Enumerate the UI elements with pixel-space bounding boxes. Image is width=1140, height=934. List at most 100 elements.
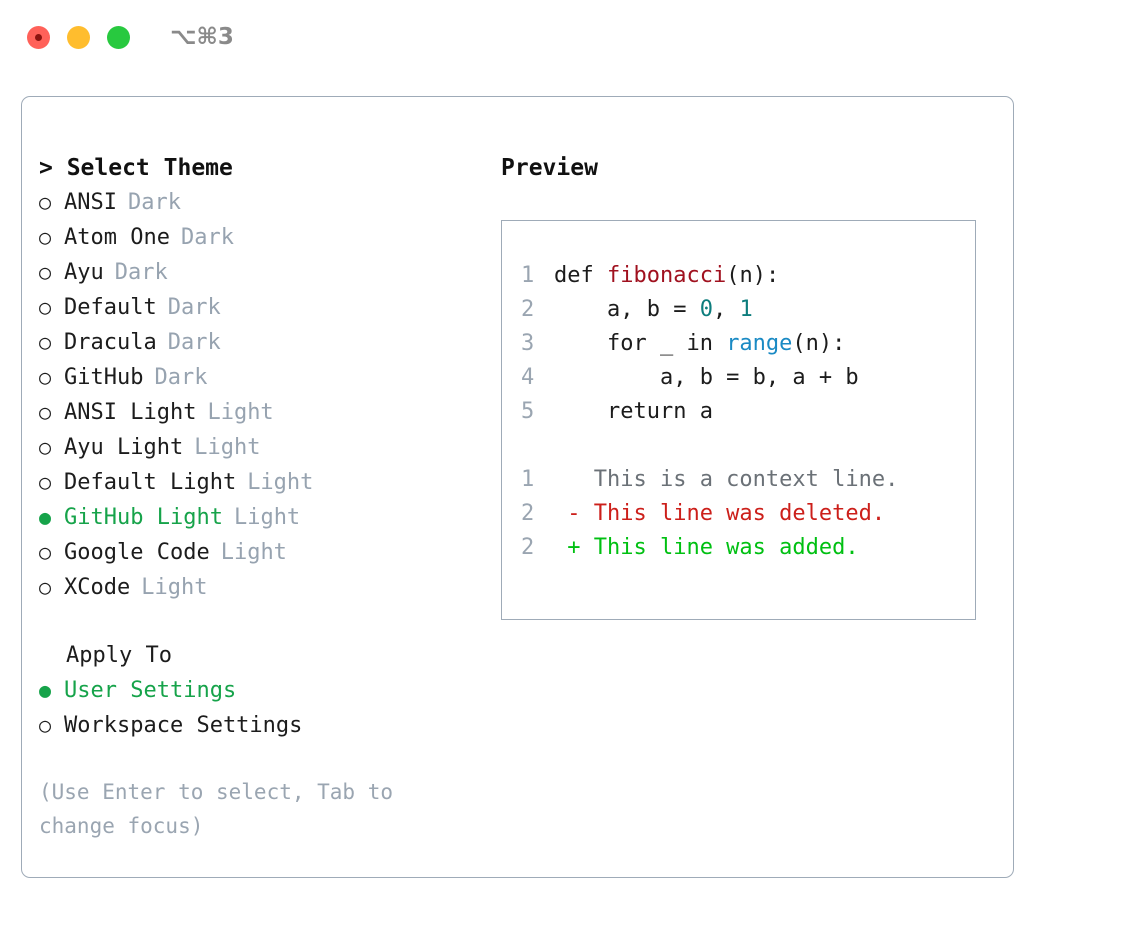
- radio-unselected-icon: ○: [39, 470, 52, 494]
- diff-line-2: 2 + This line was added.: [502, 531, 975, 565]
- traffic-lights: [27, 26, 130, 49]
- theme-option-label: GitHub: [64, 365, 144, 390]
- select-theme-header: > Select Theme: [39, 155, 233, 181]
- radio-unselected-icon: ○: [39, 575, 52, 599]
- apply-to-option-0[interactable]: ● User Settings: [39, 673, 499, 708]
- code-token: for _ in: [554, 331, 727, 356]
- theme-variant-tag: Light: [220, 540, 287, 565]
- code-line-3: 4 a, b = b, a + b: [502, 361, 975, 395]
- theme-option-label: GitHub Light: [64, 505, 223, 530]
- radio-selected-icon: ●: [39, 505, 52, 529]
- code-token: fibonacci: [606, 263, 727, 288]
- code-token: a, b =: [554, 297, 700, 322]
- code-token: range: [726, 331, 793, 356]
- apply-to-option-list[interactable]: ● User Settings ○Workspace Settings: [39, 673, 499, 743]
- theme-option-label: Ayu: [64, 260, 104, 285]
- radio-selected-icon: ●: [39, 678, 52, 702]
- code-token: (n):: [792, 331, 846, 356]
- line-number: 2: [521, 297, 535, 322]
- code-line-4: 5 return a: [502, 395, 975, 429]
- theme-option-label: ANSI Light: [64, 400, 197, 425]
- theme-option-label: ANSI: [64, 190, 117, 215]
- theme-variant-tag: Dark: [167, 330, 221, 355]
- theme-option-6[interactable]: ○ ANSI Light Light: [39, 395, 499, 430]
- theme-option-7[interactable]: ○ Ayu Light Light: [39, 430, 499, 465]
- minimize-button[interactable]: [67, 26, 90, 49]
- theme-variant-tag: Dark: [180, 225, 234, 250]
- theme-option-0[interactable]: ○ ANSI Dark: [39, 185, 499, 220]
- code-line-0: 1 def fibonacci(n):: [502, 259, 975, 293]
- theme-variant-tag: Light: [233, 505, 301, 530]
- theme-option-label: Google Code: [64, 540, 210, 565]
- line-number: 2: [521, 535, 535, 560]
- close-button[interactable]: [27, 26, 50, 49]
- line-number: 5: [521, 399, 535, 424]
- code-token: a, b = b, a + b: [554, 365, 859, 390]
- code-token: 0: [699, 297, 713, 322]
- code-token: ,: [712, 297, 740, 322]
- theme-option-2[interactable]: ○ Ayu Dark: [39, 255, 499, 290]
- radio-unselected-icon: ○: [39, 435, 52, 459]
- diff-sample: 1 This is a context line.2 - This line w…: [502, 463, 975, 565]
- radio-unselected-icon: ○: [39, 713, 52, 737]
- diff-line-0: 1 This is a context line.: [502, 463, 975, 497]
- radio-unselected-icon: ○: [39, 365, 52, 389]
- line-number: 2: [521, 501, 535, 526]
- code-token: - This line was deleted.: [554, 501, 886, 526]
- theme-option-5[interactable]: ○ GitHub Dark: [39, 360, 499, 395]
- zoom-button[interactable]: [107, 26, 130, 49]
- apply-to-option-label: User Settings: [64, 678, 237, 703]
- theme-option-3[interactable]: ○ Default Dark: [39, 290, 499, 325]
- line-number: 4: [521, 365, 535, 390]
- radio-unselected-icon: ○: [39, 190, 52, 214]
- theme-variant-tag: Light: [247, 470, 314, 495]
- code-token: (n):: [726, 263, 780, 288]
- theme-option-label: Atom One: [64, 225, 170, 250]
- line-number: 1: [521, 263, 535, 288]
- code-token: This is a context line.: [554, 467, 899, 492]
- theme-variant-tag: Dark: [127, 190, 181, 215]
- radio-unselected-icon: ○: [39, 260, 52, 284]
- theme-option-label: Dracula: [64, 330, 157, 355]
- theme-variant-tag: Dark: [167, 295, 221, 320]
- theme-option-10[interactable]: ○ Google Code Light: [39, 535, 499, 570]
- apply-to-section: Apply To ● User Settings ○Workspace Settin…: [39, 639, 499, 743]
- theme-option-label: Default Light: [64, 470, 237, 495]
- code-line-1: 2 a, b = 0, 1: [502, 293, 975, 327]
- line-number: 1: [521, 467, 535, 492]
- apply-to-header: Apply To: [66, 643, 172, 668]
- radio-unselected-icon: ○: [39, 400, 52, 424]
- theme-variant-tag: Light: [207, 400, 274, 425]
- theme-option-4[interactable]: ○ Dracula Dark: [39, 325, 499, 360]
- apply-to-option-1[interactable]: ○Workspace Settings: [39, 708, 499, 743]
- code-line-2: 3 for _ in range(n):: [502, 327, 975, 361]
- theme-variant-tag: Light: [141, 575, 208, 600]
- code-token: 1: [739, 297, 753, 322]
- theme-option-9[interactable]: ● GitHub Light Light: [39, 500, 499, 535]
- keyboard-shortcut-label: ⌥⌘3: [170, 24, 234, 50]
- theme-variant-tag: Light: [194, 435, 261, 460]
- theme-option-label: Ayu Light: [64, 435, 184, 460]
- code-token: return a: [554, 399, 713, 424]
- radio-unselected-icon: ○: [39, 540, 52, 564]
- radio-unselected-icon: ○: [39, 295, 52, 319]
- code-token: def: [554, 263, 607, 288]
- theme-variant-tag: Dark: [154, 365, 208, 390]
- theme-option-label: Default: [64, 295, 157, 320]
- title-bar: ⌥⌘3: [0, 0, 1140, 78]
- diff-line-1: 2 - This line was deleted.: [502, 497, 975, 531]
- theme-option-8[interactable]: ○ Default Light Light: [39, 465, 499, 500]
- theme-variant-tag: Dark: [114, 260, 168, 285]
- code-token: + This line was added.: [554, 535, 859, 560]
- radio-unselected-icon: ○: [39, 330, 52, 354]
- code-diff-spacer: [502, 429, 975, 463]
